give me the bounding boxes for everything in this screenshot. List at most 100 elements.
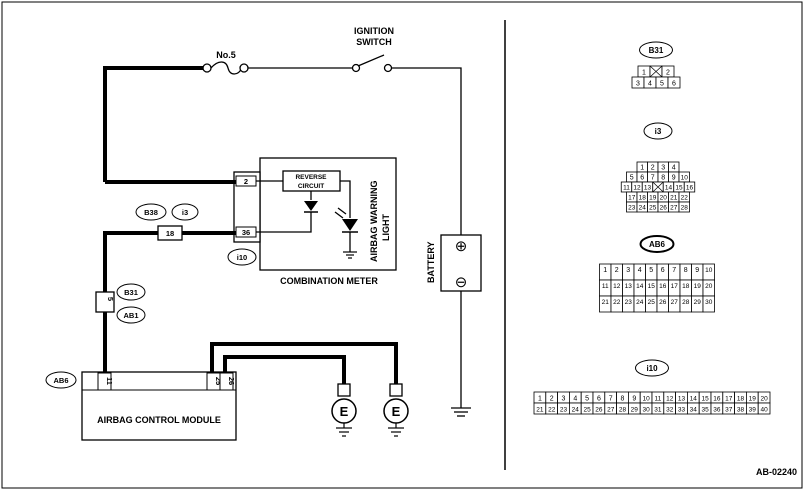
pin-label: 4	[638, 267, 642, 274]
pin-label: 26	[659, 299, 667, 306]
pin-label: 13	[678, 396, 686, 403]
ignition-switch-blade	[357, 54, 385, 67]
meter-pin-36-label: 36	[242, 228, 250, 237]
joint-connector-pin: 18	[166, 229, 174, 238]
pin-label: 27	[670, 205, 678, 212]
pin-label: 15	[648, 283, 656, 290]
ground-point-1-label: E	[340, 404, 349, 419]
pin-label: 2	[666, 70, 670, 77]
airbag-control-module-label: AIRBAG CONTROL MODULE	[97, 415, 221, 425]
pin-label: 15	[675, 185, 683, 192]
pin-label: 33	[678, 407, 686, 414]
warning-light-label-1: AIRBAG WARNING	[369, 181, 379, 263]
pin-label: 30	[705, 299, 713, 306]
ignition-switch-label-2: SWITCH	[356, 37, 392, 47]
pin-label: 27	[607, 407, 615, 414]
pin-label: 26	[595, 407, 603, 414]
pin-label: 24	[636, 299, 644, 306]
connector-b31-pin: 5	[106, 297, 115, 301]
ground-terminal-1	[337, 383, 351, 397]
pin-label: 25	[583, 407, 591, 414]
pin-label: 10	[681, 175, 689, 182]
pin-label: 5	[585, 396, 589, 403]
pin-label: 28	[682, 299, 690, 306]
pin-label: 24	[639, 205, 647, 212]
light-emission-icon	[334, 207, 347, 219]
connector-tag-b31-label: B31	[124, 288, 138, 297]
pin-label: 20	[660, 195, 668, 202]
pin-label: 29	[694, 299, 702, 306]
pin-label: 9	[632, 396, 636, 403]
pin-label: 36	[713, 407, 721, 414]
connector-tag-i3	[171, 203, 199, 221]
pin-cell	[678, 201, 690, 213]
pin-label: 17	[725, 396, 733, 403]
connector-view-tag-label-i3: i3	[655, 127, 662, 136]
battery-plus-symbol: ⊕	[455, 238, 468, 255]
signal-wire-left	[103, 231, 158, 292]
fuse-feed-wire	[103, 66, 203, 182]
joint-connector	[157, 225, 183, 241]
ground-symbol-2	[388, 423, 404, 437]
pin-label: 27	[671, 299, 679, 306]
pin-label: 38	[737, 407, 745, 414]
pin-label: 6	[640, 175, 644, 182]
meter-internal-wire-bottom	[256, 212, 312, 233]
pin-label: 30	[642, 407, 650, 414]
connector-tag-ab1-label: AB1	[123, 311, 138, 320]
pin-label: 39	[749, 407, 757, 414]
pin-label: 6	[672, 81, 676, 88]
pin-label: 21	[602, 299, 610, 306]
pin-cell	[667, 76, 681, 89]
fuse-label: No.5	[216, 50, 236, 60]
fuse-terminal-left	[202, 63, 212, 73]
connector-view-tag-label-i10: i10	[646, 364, 658, 373]
pin-label: 18	[639, 195, 647, 202]
pin-label: 1	[640, 165, 644, 172]
warning-light-label-2: LIGHT	[381, 214, 391, 241]
combination-meter-label: COMBINATION METER	[280, 276, 378, 286]
pin-label: 12	[666, 396, 674, 403]
pin-label: 18	[682, 283, 690, 290]
battery-label: BATTERY	[426, 242, 436, 284]
module-pin-25-label: 25	[214, 377, 223, 385]
connector-tag-ab1	[116, 306, 146, 324]
pin-label: 26	[660, 205, 668, 212]
ground-wire-1	[223, 355, 346, 384]
connector-tag-i10	[227, 248, 257, 266]
connector-tag-i3-label: i3	[182, 208, 188, 217]
module-pin-11	[97, 372, 112, 391]
pin-label: 3	[562, 396, 566, 403]
pin-blank-cross	[652, 181, 664, 193]
pin-label: 8	[621, 396, 625, 403]
pin-label: 23	[560, 407, 568, 414]
switch-terminal-left	[351, 63, 361, 73]
pin-cell	[757, 402, 771, 415]
pin-label: 5	[630, 175, 634, 182]
pin-label: 11	[655, 396, 662, 403]
pin-label: 2	[550, 396, 554, 403]
connector-view-tag-label-ab6: AB6	[649, 240, 666, 249]
pin-label: 21	[670, 195, 678, 202]
pin-label: 7	[609, 396, 613, 403]
pin-label: 8	[661, 175, 665, 182]
pin-label: 4	[648, 81, 652, 88]
connector-b31-ab1	[95, 291, 115, 313]
pin-label: 8	[684, 267, 688, 274]
pin-label: 6	[597, 396, 601, 403]
pin-label: 25	[649, 205, 657, 212]
pin-label: 19	[694, 283, 702, 290]
connector-view-tag-label-b31: B31	[649, 46, 664, 55]
pin-label: 19	[749, 396, 757, 403]
connector-view-tag-i10	[635, 359, 669, 377]
pin-label: 13	[625, 283, 633, 290]
pin-cell	[702, 295, 715, 313]
lamp-feed-wire	[340, 180, 351, 218]
connector-tag-ab6-label: AB6	[53, 376, 68, 385]
ground-point-2-label: E	[392, 404, 401, 419]
pin-label: 5	[660, 81, 664, 88]
